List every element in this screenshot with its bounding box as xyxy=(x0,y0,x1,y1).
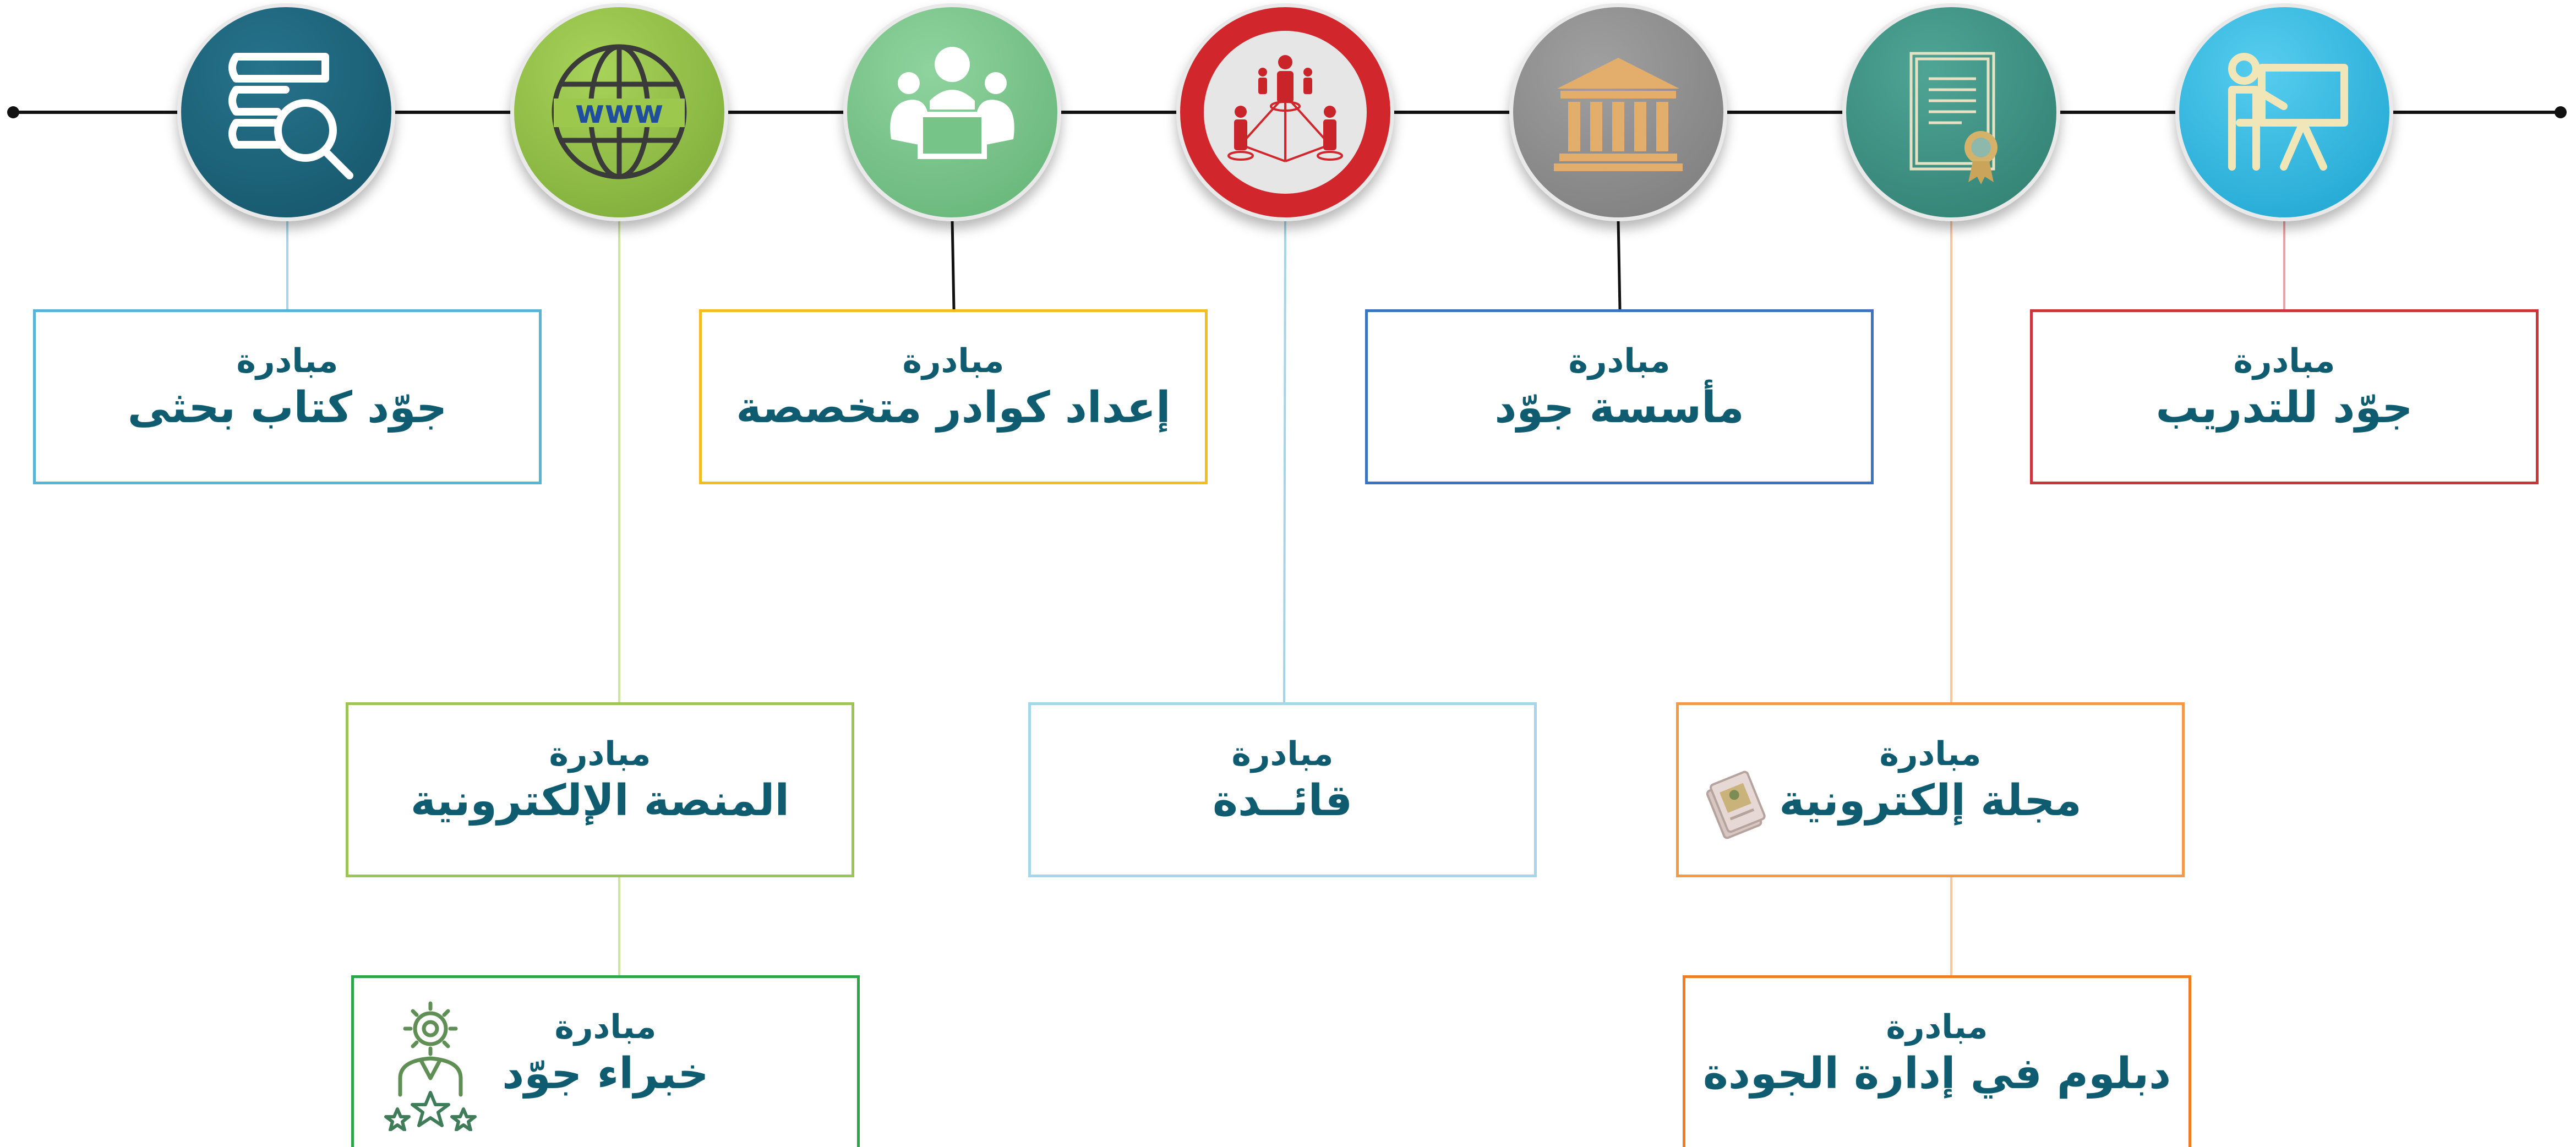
timeline-start-dot xyxy=(7,106,19,118)
initiative-box-e-magazine: مبادرة مجلة إلكترونية xyxy=(1676,702,2185,877)
connector-meeting xyxy=(951,220,956,310)
books-search-icon xyxy=(228,53,353,179)
initiative-caption: مبادرة xyxy=(236,342,339,380)
initiative-title: مأسسة جوّد xyxy=(1494,383,1744,433)
initiative-caption: مبادرة xyxy=(1886,1008,1988,1046)
training-presentation-icon xyxy=(2228,53,2348,171)
initiative-title: قائــدة xyxy=(1212,776,1353,826)
network-people-icon xyxy=(1204,31,1367,194)
node-books xyxy=(177,3,395,221)
initiative-title: دبلوم في إدارة الجودة xyxy=(1702,1049,2171,1099)
connector-institution xyxy=(1617,220,1622,310)
initiative-caption: مبادرة xyxy=(1568,342,1671,380)
initiative-title: المنصة الإلكترونية xyxy=(410,776,790,826)
svg-text:www: www xyxy=(575,93,664,130)
initiative-title: خبراء جوّد xyxy=(502,1049,709,1099)
initiative-caption: مبادرة xyxy=(1231,735,1334,773)
certificate-icon xyxy=(1909,52,1998,184)
initiative-caption: مبادرة xyxy=(549,735,651,773)
initiative-title: جوّد كتاب بحثى xyxy=(127,383,447,433)
initiative-caption: مبادرة xyxy=(554,1008,657,1046)
connector-network xyxy=(1283,220,1286,703)
initiative-caption: مبادرة xyxy=(2233,342,2335,380)
initiative-box-leader: مبادرة قائــدة xyxy=(1028,702,1537,877)
node-certificate xyxy=(1842,3,2060,221)
node-institution xyxy=(1509,3,1727,221)
initiative-box-institutionalization: مبادرة مأسسة جوّد xyxy=(1365,309,1874,484)
node-globe: www xyxy=(510,3,728,221)
node-training xyxy=(2175,3,2393,221)
initiative-box-cadres: مبادرة إعداد كوادر متخصصة xyxy=(699,309,1208,484)
node-network xyxy=(1176,3,1394,221)
initiative-caption: مبادرة xyxy=(902,342,1005,380)
initiative-title: جوّد للتدريب xyxy=(2155,383,2413,433)
initiative-box-quality-diploma: مبادرة دبلوم في إدارة الجودة xyxy=(1683,975,2191,1147)
initiative-caption: مبادرة xyxy=(1879,735,1982,773)
magazine-icon xyxy=(1706,771,1766,839)
institution-building-icon xyxy=(1554,58,1683,171)
initiative-box-research-book: مبادرة جوّد كتاب بحثى xyxy=(33,309,542,484)
www-globe-icon: www xyxy=(552,44,687,179)
initiative-title: مجلة إلكترونية xyxy=(1779,776,2082,826)
initiative-box-experts: مبادرة خبراء جوّد xyxy=(351,975,860,1147)
expert-stars-icon xyxy=(384,1001,477,1131)
node-meeting xyxy=(843,3,1061,221)
timeline-end-dot xyxy=(2555,106,2567,118)
team-meeting-icon xyxy=(890,47,1014,159)
initiative-title: إعداد كوادر متخصصة xyxy=(736,383,1171,433)
initiative-box-e-platform: مبادرة المنصة الإلكترونية xyxy=(346,702,854,877)
initiative-box-training: مبادرة جوّد للتدريب xyxy=(2030,309,2539,484)
